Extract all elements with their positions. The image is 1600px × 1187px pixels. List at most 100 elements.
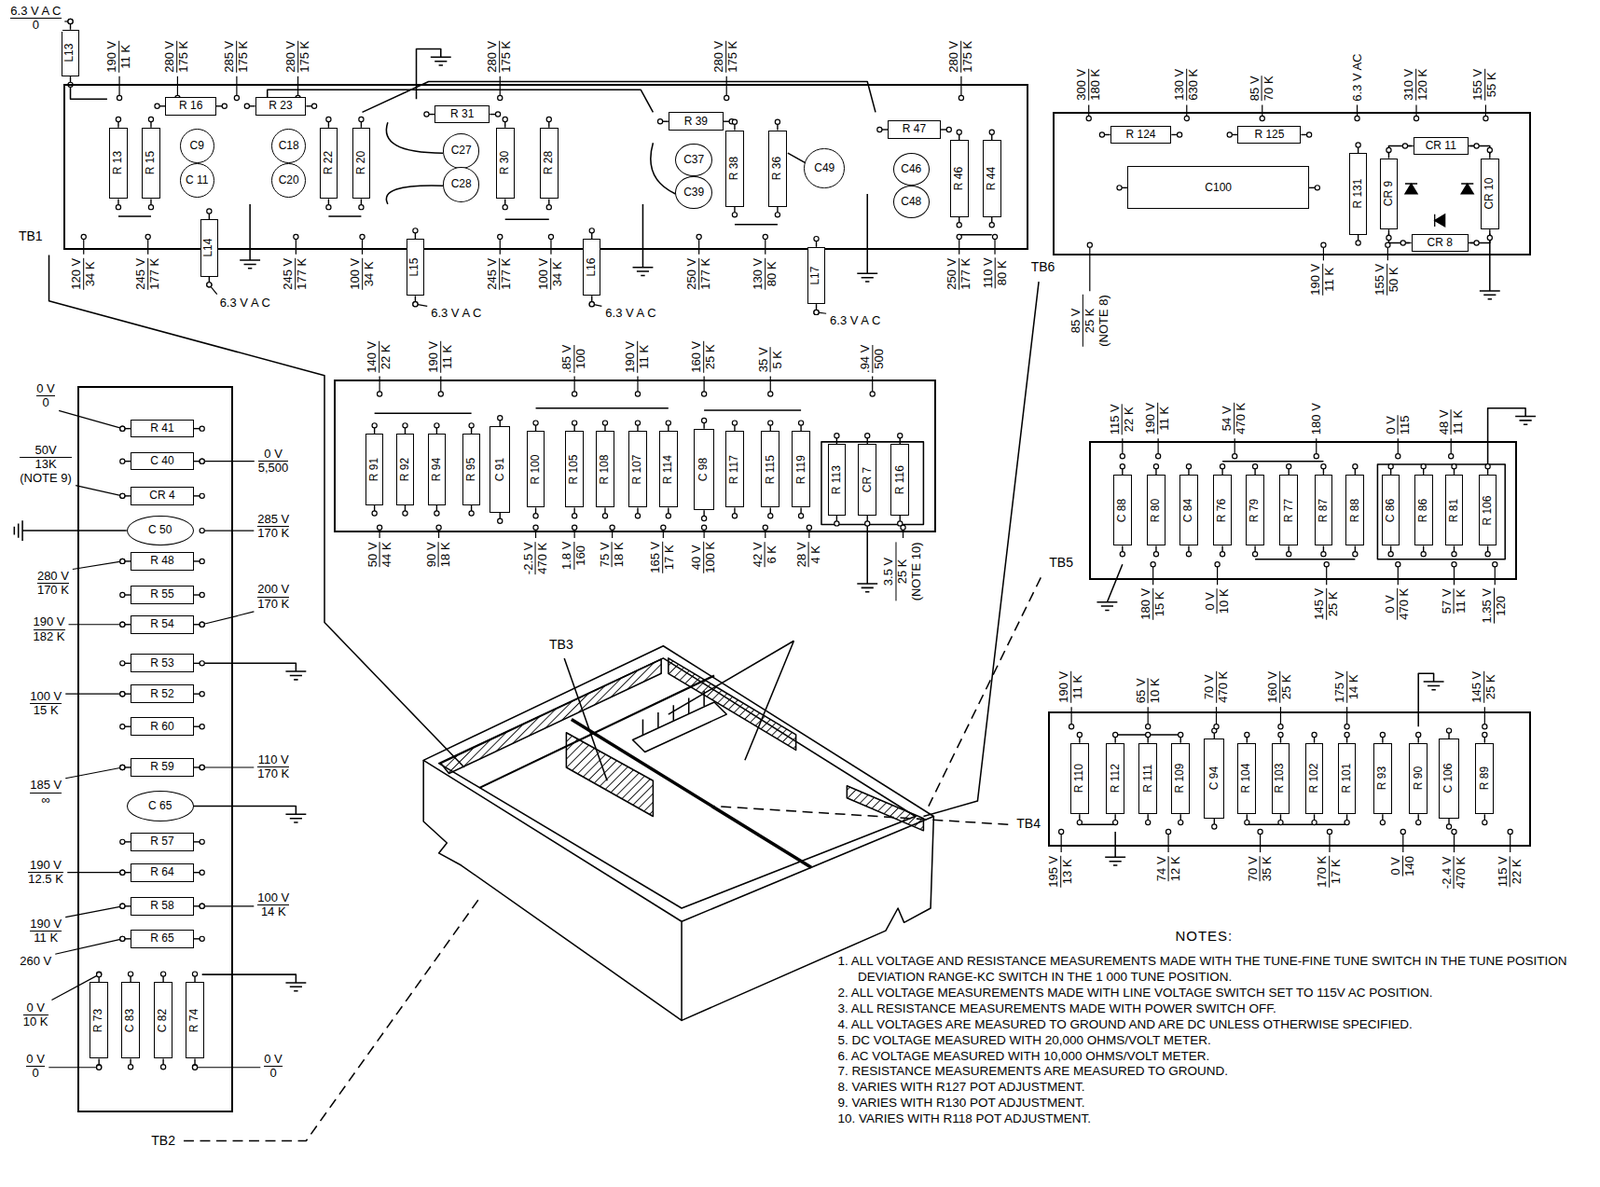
terminal-dot — [68, 18, 73, 24]
terminal-dot — [762, 234, 768, 239]
measurement-value: 40 V — [689, 541, 704, 574]
note-text: 3. ALL RESISTANCE MEASUREMENTS MADE WITH… — [837, 1001, 1581, 1018]
terminal-dot — [533, 524, 538, 530]
terminal-dot — [148, 205, 153, 210]
measurement-value: 190 V — [1144, 402, 1159, 435]
measurement-value: 190 V — [33, 615, 66, 630]
terminal-dot — [702, 391, 707, 397]
reading-group: 70 V470 K — [1202, 670, 1231, 704]
terminal-dot — [377, 524, 383, 530]
measurement-value: .94 V — [858, 344, 873, 373]
part-label: R 119 — [794, 455, 807, 484]
terminal-dot — [199, 458, 205, 464]
measurement-value: 175 K — [178, 41, 192, 73]
note-text: 10. VARIES WITH R118 POT ADJUSTMENT. — [837, 1111, 1581, 1128]
terminal-dot — [120, 592, 125, 597]
line-art — [1418, 673, 1444, 727]
terminal-dot — [1451, 828, 1457, 834]
terminal-dot — [768, 513, 773, 519]
leader-line — [202, 529, 255, 531]
terminal-dot — [192, 1064, 197, 1070]
terminal-dot — [436, 524, 442, 530]
line-art — [202, 974, 307, 992]
part-label: R 77 — [1282, 497, 1296, 522]
reading-group: 100 V15 K — [28, 689, 63, 718]
part-label: R 100 — [529, 454, 542, 484]
measurement-value: 14 K — [1347, 671, 1361, 704]
component-box: L17 — [807, 247, 826, 304]
leader-line — [202, 611, 255, 625]
part-label: R 108 — [598, 454, 611, 484]
part-label: C 106 — [1442, 763, 1455, 794]
component-box: R 113 — [827, 443, 847, 516]
measurement-value: 100 V — [537, 258, 552, 290]
measurement-value: 55 K — [1486, 68, 1500, 101]
reading-group: 0 V10 K — [22, 1001, 50, 1030]
terminal-dot — [434, 510, 440, 516]
terminal-dot — [661, 524, 666, 530]
part-label: R 89 — [1478, 766, 1491, 790]
measurement-value: 6.3 V A C — [220, 296, 271, 310]
terminal-dot — [199, 903, 205, 909]
component-box: R 92 — [396, 433, 415, 506]
reading-group: 160 V25 K — [689, 339, 718, 373]
reading-group: 170 K17 K — [1315, 855, 1344, 889]
measurement-value: 160 — [575, 541, 589, 570]
measurement-value: 182 K — [33, 630, 66, 644]
terminal-dot — [116, 95, 122, 100]
terminal-dot — [413, 302, 418, 307]
terminal-dot — [798, 513, 803, 519]
measurement-value: 85 V — [1248, 75, 1263, 101]
component-box: CR 9 — [1379, 158, 1399, 231]
terminal-dot — [402, 510, 408, 516]
reading-group: 165 V17 K — [649, 540, 678, 575]
measurement-value: 50V — [19, 443, 72, 458]
terminal-dot — [199, 691, 205, 697]
terminal-dot — [1388, 551, 1394, 557]
component-box: R 105 — [565, 430, 584, 508]
terminal-dot — [115, 116, 121, 122]
component-box: R 39 — [668, 111, 724, 131]
capacitor-symbol: C28 — [442, 166, 480, 202]
line-art — [374, 408, 801, 414]
measurement-value: 250 V — [945, 258, 960, 290]
part-label: R 125 — [1254, 128, 1284, 141]
component-box: CR 8 — [1411, 234, 1469, 252]
line-art — [1434, 214, 1446, 227]
component-box: R 119 — [791, 430, 811, 508]
measurement-value: 250 V — [685, 258, 700, 290]
leader-line — [1328, 831, 1330, 853]
measurement-value: 115 V — [1496, 855, 1511, 887]
note-text: 4. ALL VOLTAGES ARE MEASURED TO GROUND A… — [837, 1017, 1581, 1034]
notes-block: 1. ALL VOLTAGE AND RESISTANCE MEASUREMEN… — [836, 953, 1582, 1128]
measurement-value: 0 — [26, 1066, 45, 1080]
measurement-value: 1.8 V — [561, 541, 576, 570]
terminal-dot — [1186, 464, 1191, 469]
terminal-dot — [1321, 551, 1326, 557]
terminal-dot — [1355, 240, 1361, 246]
terminal-dot — [992, 234, 997, 239]
reading-group: 280 V175 K — [712, 40, 741, 74]
part-label: C39 — [683, 186, 704, 199]
reading-group: 0 V0 — [262, 1052, 284, 1081]
part-label: C18 — [278, 139, 300, 152]
part-label: R 101 — [1340, 763, 1353, 794]
line-art — [821, 441, 924, 525]
measurement-value: 28 V — [795, 541, 810, 567]
terminal-dot — [120, 558, 125, 564]
notes-heading: NOTES: — [1174, 928, 1233, 945]
reading-group: 190 V11 K — [1310, 262, 1338, 297]
leader-line — [202, 905, 255, 907]
measurement-value: 190 V — [29, 917, 62, 932]
leader-line — [235, 76, 237, 98]
reading-group: 250 V177 K — [945, 257, 974, 291]
part-label: C 50 — [148, 524, 172, 537]
part-label: R 106 — [1481, 495, 1494, 525]
terminal-dot — [1420, 464, 1426, 469]
terminal-dot — [1156, 454, 1161, 459]
reading-group: 245 V177 K — [134, 257, 163, 291]
terminal-dot — [702, 515, 707, 521]
reading-group: 140 V22 K — [365, 339, 394, 373]
measurement-value: 25 K — [1083, 294, 1097, 347]
measurement-value: 54 V — [1220, 402, 1235, 435]
